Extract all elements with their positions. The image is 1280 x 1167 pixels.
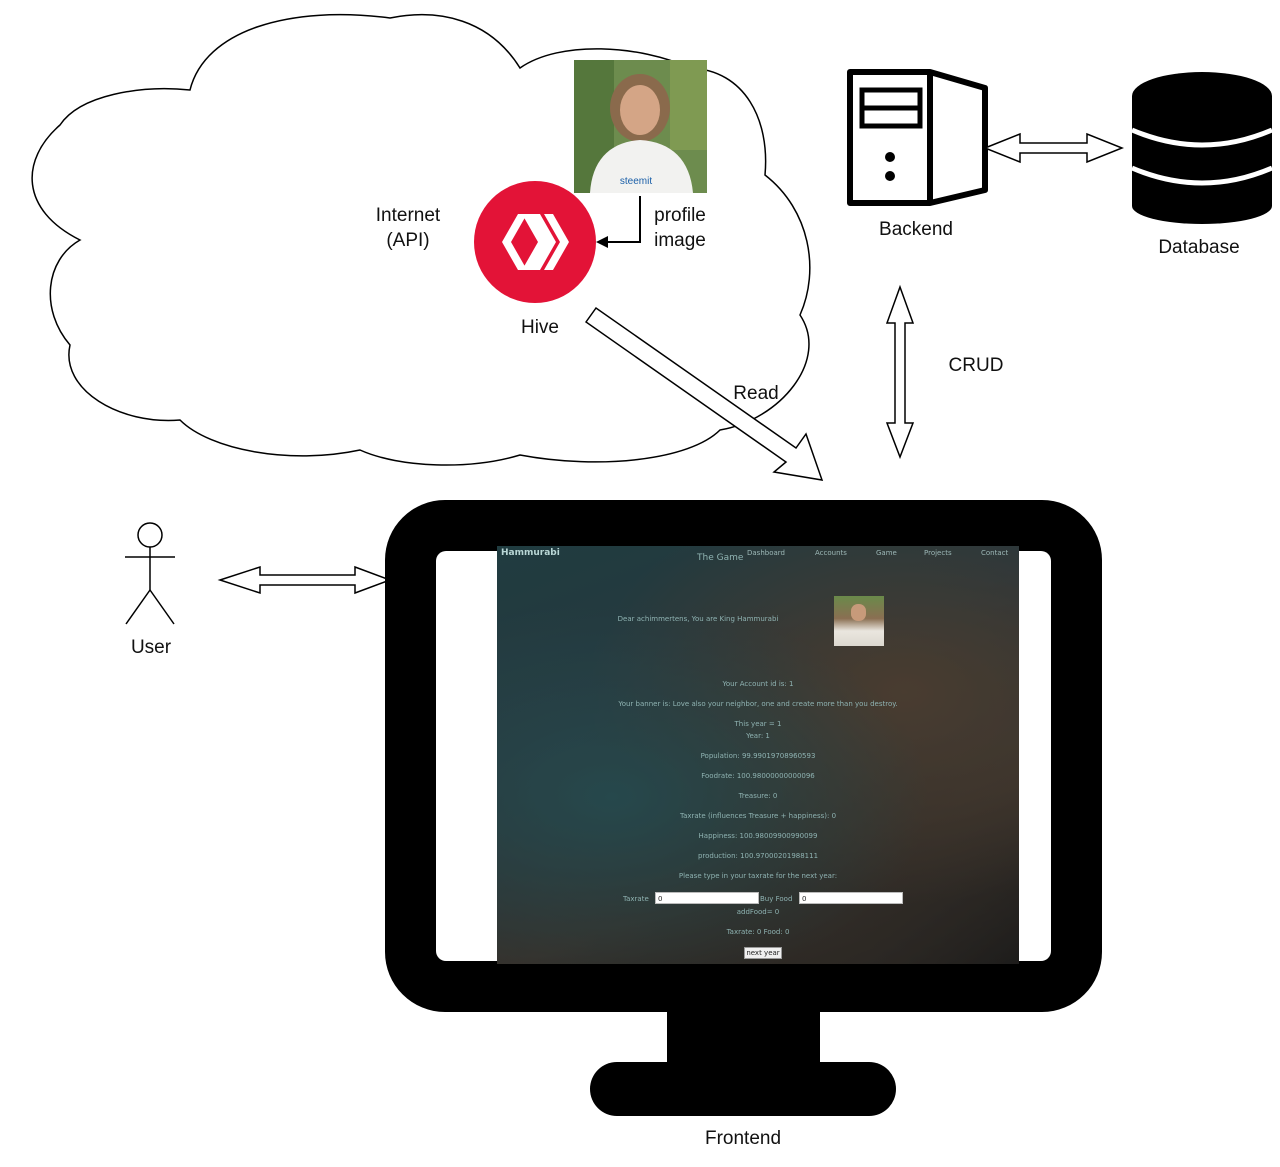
user-frontend-arrow — [217, 565, 393, 595]
game-line: Foodrate: 100.98000000000096 — [701, 772, 815, 780]
game-line: production: 100.97000201988111 — [697, 852, 819, 860]
backend-server-icon — [847, 69, 988, 206]
game-line: Please type in your taxrate for the next… — [678, 872, 838, 880]
game-line: Population: 99.99019708960593 — [700, 752, 816, 760]
nav-contact[interactable]: Contact — [981, 549, 1009, 557]
photo-shirt-text: steemit — [620, 176, 652, 187]
hive-logo — [474, 181, 596, 303]
taxrate-label: Taxrate — [623, 895, 649, 903]
internet-label-line1: Internet — [375, 205, 441, 226]
buyfood-input[interactable]: 0 — [799, 892, 903, 904]
game-line: Your Account id is: 1 — [722, 680, 794, 688]
internet-label-line2: (API) — [386, 230, 430, 251]
crud-label: CRUD — [948, 355, 1004, 376]
database-icon — [1131, 72, 1273, 224]
taxrate-input[interactable]: 0 — [655, 892, 759, 904]
nav-projects[interactable]: Projects — [924, 549, 952, 557]
next-year-button[interactable]: next year — [744, 947, 782, 959]
user-label: User — [130, 637, 172, 658]
game-greeting: Dear achimmertens, You are King Hammurab… — [617, 615, 779, 623]
game-line: Your banner is: Love also your neighbor,… — [618, 700, 898, 708]
nav-accounts[interactable]: Accounts — [815, 549, 847, 557]
addfood-text: addFood= 0 — [736, 908, 780, 916]
read-label: Read — [733, 383, 779, 404]
profile-to-hive-arrow — [603, 196, 641, 243]
backend-database-arrow — [982, 132, 1125, 164]
frontend-label: Frontend — [704, 1128, 782, 1149]
database-label: Database — [1158, 237, 1240, 258]
game-title: The Game — [697, 553, 744, 563]
game-screenshot: Hammurabi The Game Dashboard Accounts Ga… — [497, 546, 1019, 964]
game-line: Year: 1 — [746, 732, 770, 740]
hive-label: Hive — [520, 317, 559, 338]
crud-arrow — [885, 284, 915, 460]
user-icon — [125, 522, 175, 625]
nav-game[interactable]: Game — [876, 549, 897, 557]
game-line: Treasure: 0 — [738, 792, 778, 800]
profile-label-line1: profile — [654, 205, 706, 226]
game-brand: Hammurabi — [501, 548, 560, 558]
buyfood-label: Buy Food — [760, 895, 793, 903]
backend-label: Backend — [879, 219, 953, 240]
profile-label-line2: image — [654, 230, 706, 251]
profile-photo: steemit — [574, 60, 707, 193]
summary-text: Taxrate: 0 Food: 0 — [726, 928, 790, 936]
game-line: Taxrate (influences Treasure + happiness… — [679, 812, 837, 820]
game-avatar — [834, 596, 884, 646]
read-arrow — [584, 306, 824, 481]
nav-dashboard[interactable]: Dashboard — [747, 549, 785, 557]
game-line: Happiness: 100.98009900990099 — [698, 832, 818, 840]
game-line: This year = 1 — [734, 720, 782, 728]
